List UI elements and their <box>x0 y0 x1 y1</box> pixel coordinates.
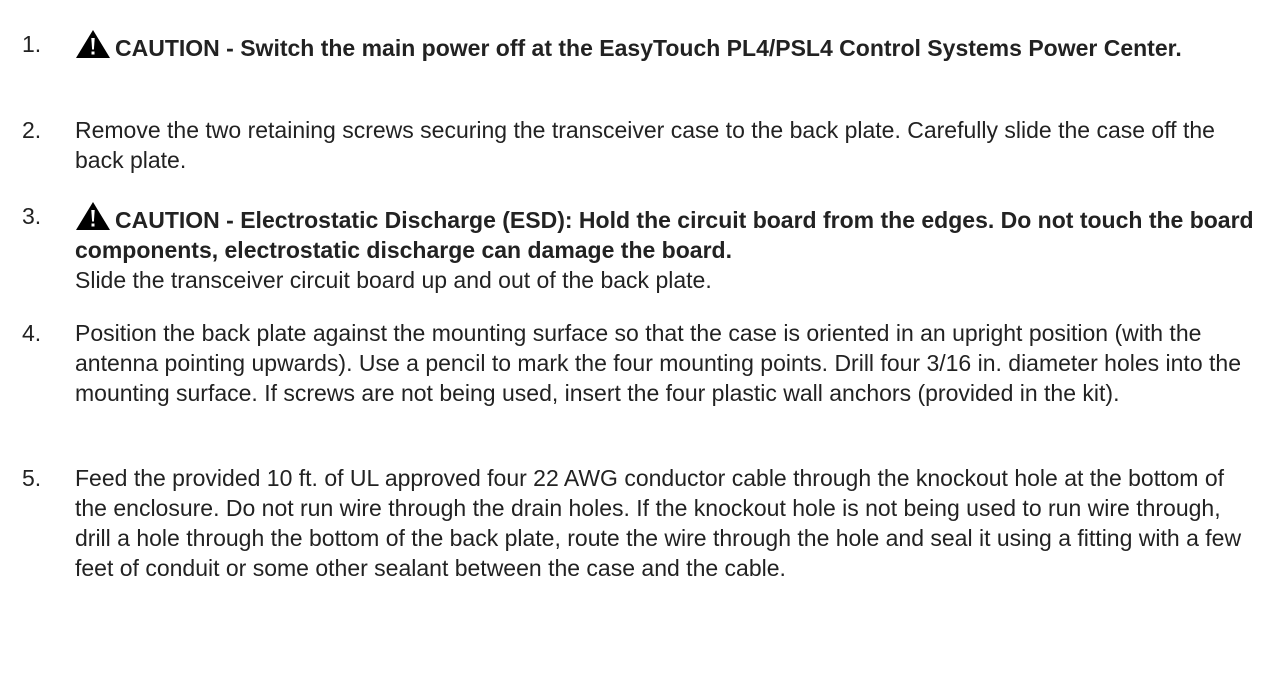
step-number: 4. <box>22 320 42 346</box>
warning-triangle-icon <box>75 29 111 59</box>
step-body: CAUTION - Switch the main power off at t… <box>75 29 1261 63</box>
step-text: Slide the transceiver circuit board up a… <box>75 267 712 293</box>
step-number: 1. <box>22 31 42 57</box>
step-text: Feed the provided 10 ft. of UL approved … <box>75 465 1242 581</box>
step-body: CAUTION - Electrostatic Discharge (ESD):… <box>75 201 1261 295</box>
step-number: 3. <box>22 203 42 229</box>
caution-text: CAUTION - Electrostatic Discharge (ESD):… <box>75 207 1254 263</box>
step-number: 2. <box>22 117 42 143</box>
step-text: Position the back plate against the moun… <box>75 320 1241 406</box>
step-text: Remove the two retaining screws securing… <box>75 117 1215 173</box>
caution-text: CAUTION - Switch the main power off at t… <box>115 35 1182 61</box>
step-number: 5. <box>22 465 42 491</box>
warning-triangle-icon <box>75 201 111 231</box>
